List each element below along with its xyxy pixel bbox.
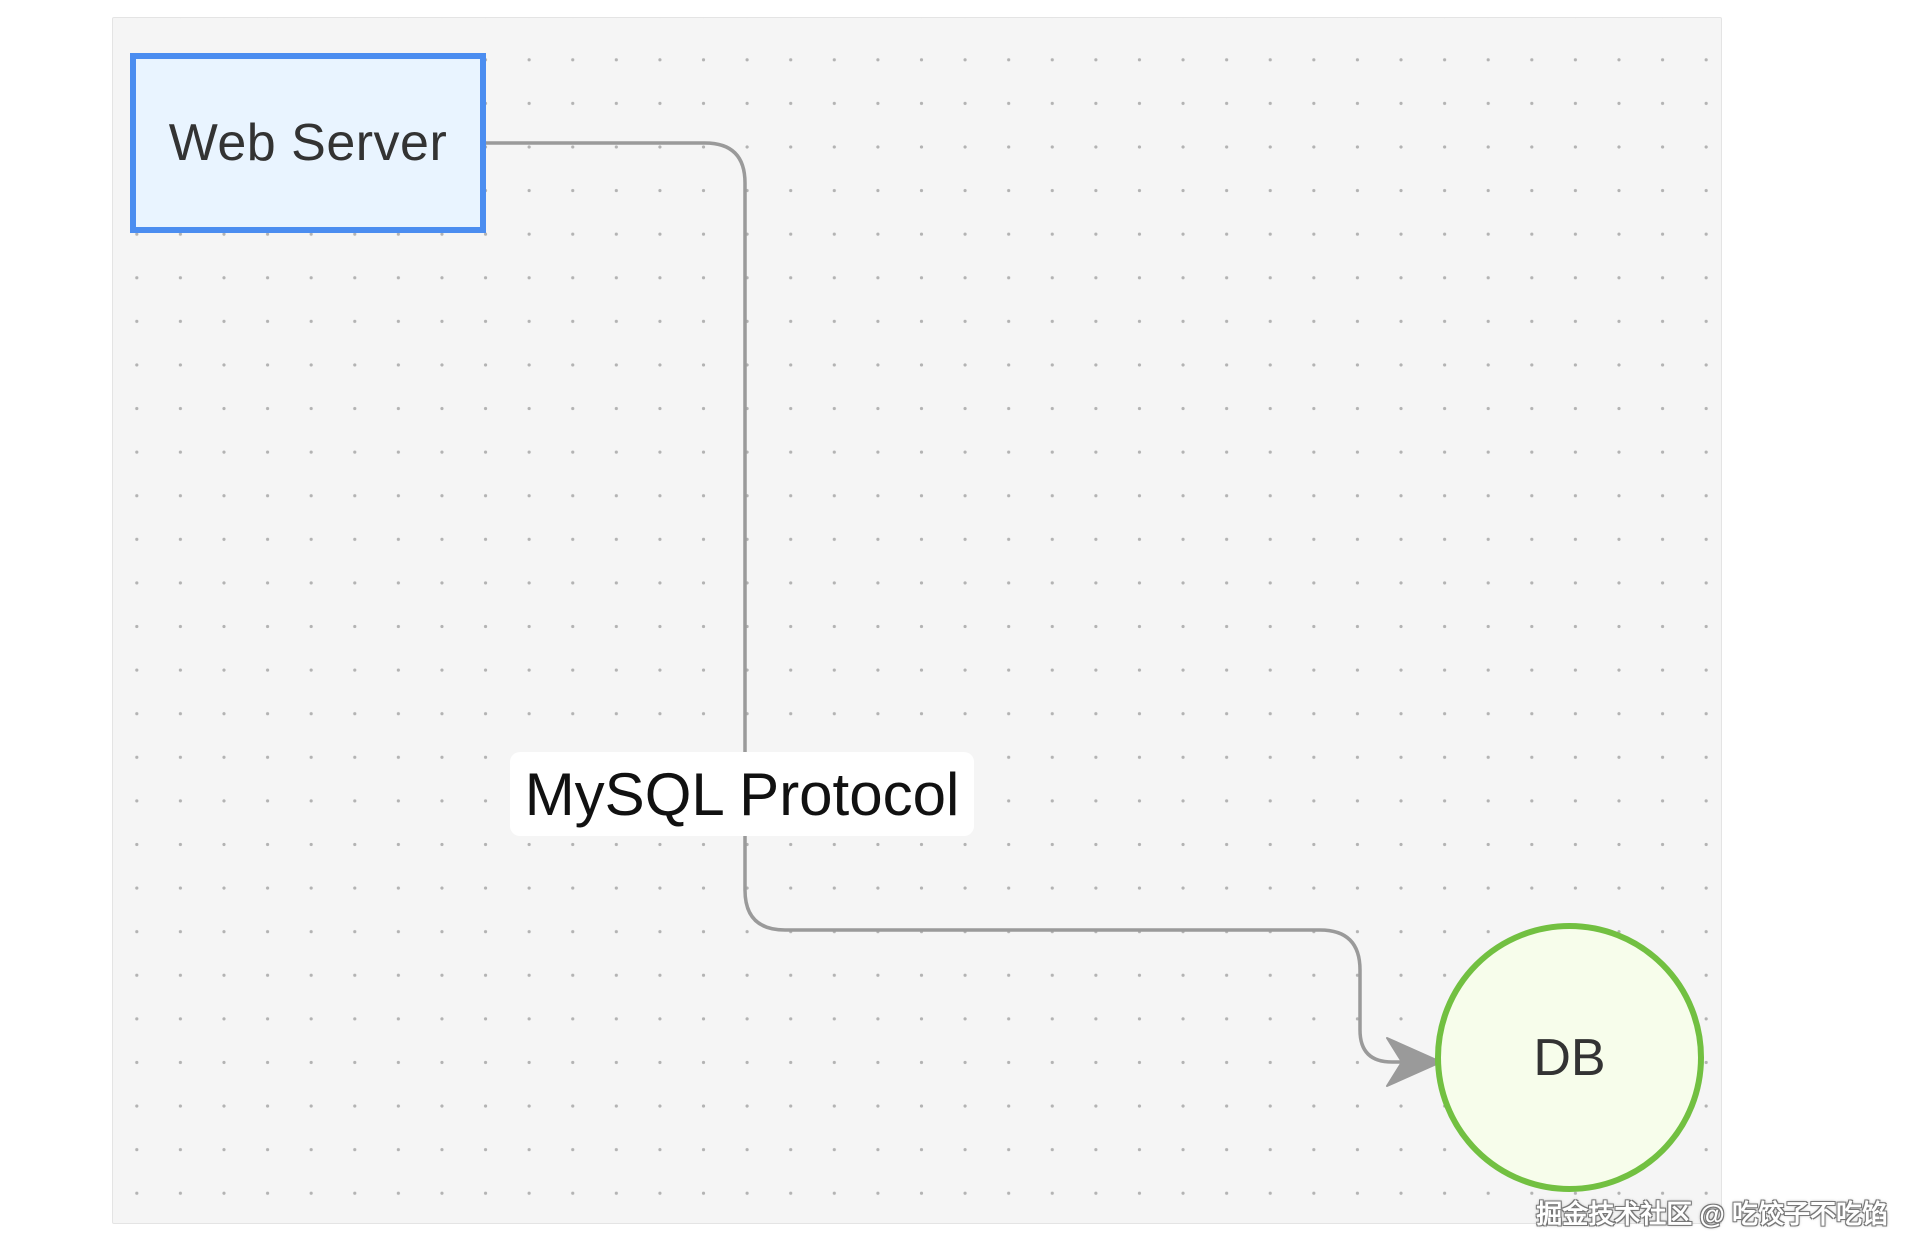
watermark: 掘金技术社区 @ 吃饺子不吃馅	[1536, 1199, 1888, 1229]
web-server-label: Web Server	[168, 114, 448, 172]
web-server-node[interactable]: Web Server	[130, 53, 486, 233]
db-node[interactable]: DB	[1435, 923, 1704, 1192]
db-label: DB	[1533, 1028, 1606, 1087]
edge-connector[interactable]	[484, 141, 1402, 1064]
arrowhead-icon	[1386, 1037, 1442, 1087]
edge-label-text: MySQL Protocol	[524, 760, 960, 828]
edge-label[interactable]: MySQL Protocol	[510, 752, 974, 836]
